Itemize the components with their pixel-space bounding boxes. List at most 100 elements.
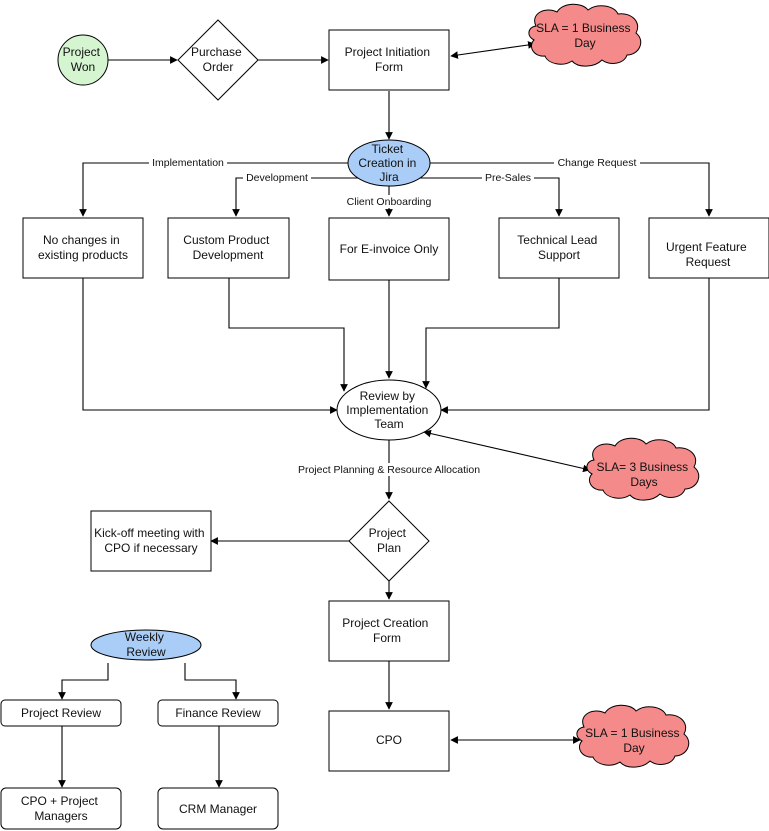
rounded-box xyxy=(157,787,279,830)
decision-diamond xyxy=(177,19,259,101)
sla-cloud xyxy=(528,3,642,67)
svg-text:Project Initiation For: Project Initiation Form xyxy=(345,45,434,74)
node-project-plan[interactable]: Project Plan xyxy=(348,500,430,582)
edge-label-planning-allocation: Project Planning & Resource Allocation xyxy=(298,464,480,476)
edge-urgent-to-review xyxy=(440,278,710,414)
node-label-line: Days xyxy=(630,475,657,489)
decision-diamond xyxy=(348,500,430,582)
node-e-invoice-only[interactable]: For E-invoice Only xyxy=(328,217,450,281)
process-box xyxy=(328,710,450,772)
process-box xyxy=(167,217,290,279)
edge-no-changes-to-review xyxy=(82,278,338,414)
node-label-line: Development xyxy=(193,248,264,262)
node-label-line: Project Initiation xyxy=(345,45,430,59)
node-label-line: No changes in xyxy=(43,233,120,247)
svg-text:Project Review: Project Review xyxy=(21,706,101,720)
node-urgent-feature-request[interactable]: Urgent Feature Request xyxy=(648,217,769,279)
svg-text:For E-invoice Only: For E-invoice Only xyxy=(340,242,439,256)
node-sla-initiation[interactable]: SLA = 1 Business Day xyxy=(528,3,642,67)
svg-text:Project Won: Project Won xyxy=(63,45,104,74)
start-circle xyxy=(57,34,109,86)
process-box xyxy=(22,217,144,279)
weekly-review-ellipse xyxy=(90,629,202,661)
node-label-line: Weekly xyxy=(125,630,164,644)
node-label-line: Support xyxy=(538,248,581,262)
node-project-won[interactable]: Project Won xyxy=(57,34,109,86)
node-label-line: Review by xyxy=(360,389,415,403)
node-label-line: Request xyxy=(686,255,731,269)
node-label-line: Project xyxy=(369,526,407,540)
svg-text:Custom Product Develop: Custom Product Development xyxy=(183,233,272,262)
node-cpo[interactable]: CPO xyxy=(328,710,450,772)
svg-text:SLA = 1 Business Day: SLA = 1 Business Day xyxy=(536,21,634,50)
process-box xyxy=(498,217,620,279)
node-label-line: Order xyxy=(203,60,234,74)
node-sla-cpo[interactable]: SLA = 1 Business Day xyxy=(576,704,690,768)
process-box xyxy=(328,29,450,91)
svg-text:Urgent Feature Request: Urgent Feature Request xyxy=(666,240,750,269)
node-crm-manager[interactable]: CRM Manager xyxy=(157,787,279,830)
edge-ticket-to-custom xyxy=(232,177,358,217)
node-label-line: CPO if necessary xyxy=(104,541,197,555)
node-label-line: Form xyxy=(373,631,401,645)
node-label-line: Jira xyxy=(379,170,399,184)
edge-ticket-to-urgent xyxy=(429,162,713,217)
svg-text:SLA = 1 Business Day: SLA = 1 Business Day xyxy=(585,726,683,755)
rounded-box xyxy=(157,699,279,727)
node-label-line: Project xyxy=(63,45,101,59)
edge-label-development: Development xyxy=(246,172,308,184)
node-purchase-order[interactable]: Purchase Order xyxy=(177,19,259,101)
node-sla-review[interactable]: SLA= 3 Business Days xyxy=(586,437,700,501)
node-kickoff-meeting[interactable]: Kick-off meeting with CPO if necessary xyxy=(90,510,212,572)
node-label-line: Plan xyxy=(377,541,401,555)
edge-tech-lead-to-review xyxy=(422,278,560,389)
svg-text:Project Plan: Project Plan xyxy=(369,526,410,555)
sla-cloud xyxy=(576,704,690,768)
node-label-line: Review xyxy=(126,645,166,659)
edge-custom-to-review xyxy=(228,278,348,392)
node-custom-product-dev[interactable]: Custom Product Development xyxy=(167,217,290,279)
node-project-review[interactable]: Project Review xyxy=(0,699,122,727)
node-label-line: Technical Lead xyxy=(517,233,597,247)
node-project-initiation-form[interactable]: Project Initiation Form xyxy=(328,29,450,91)
svg-text:SLA= 3 Business Days: SLA= 3 Business Days xyxy=(596,460,691,489)
edge-weekly-to-project-review xyxy=(58,663,109,700)
nodes: Project Won Purchase Order Project Initi… xyxy=(0,3,769,830)
svg-text:Project Creation Form: Project Creation Form xyxy=(342,616,431,645)
process-box xyxy=(90,510,212,572)
node-label-line: Custom Product xyxy=(183,233,270,247)
svg-text:CPO + Project Managers: CPO + Project Managers xyxy=(21,794,101,823)
node-label-line: Finance Review xyxy=(175,706,261,720)
node-no-changes[interactable]: No changes in existing products xyxy=(22,217,144,279)
node-label-line: Form xyxy=(375,60,403,74)
node-technical-lead-support[interactable]: Technical Lead Support xyxy=(498,217,620,279)
node-project-creation-form[interactable]: Project Creation Form xyxy=(328,600,450,662)
node-label-line: SLA = 1 Business xyxy=(536,21,630,35)
node-label-line: Creation in xyxy=(358,156,416,170)
edge-initiation-sla xyxy=(450,41,536,59)
edges xyxy=(58,41,713,788)
edge-label-implementation: Implementation xyxy=(152,157,224,169)
node-label-line: Won xyxy=(71,60,95,74)
node-label-line: Managers xyxy=(34,809,87,823)
edge-label-client-onboarding: Client Onboarding xyxy=(347,196,432,208)
node-label-line: Ticket xyxy=(372,142,404,156)
node-label-line: SLA= 3 Business xyxy=(596,460,688,474)
node-weekly-review[interactable]: Weekly Review xyxy=(90,629,202,661)
node-label-line: Project Creation xyxy=(342,616,428,630)
node-label-line: Kick-off meeting with xyxy=(94,526,205,540)
node-ticket-creation-jira[interactable]: Ticket Creation in Jira xyxy=(347,139,431,187)
node-review-impl-team[interactable]: Review by Implementation Team xyxy=(336,379,442,441)
node-label-line: Urgent Feature xyxy=(666,240,747,254)
node-label-line: Team xyxy=(374,417,403,431)
edge-review-sla xyxy=(423,429,591,473)
node-label-line: CRM Manager xyxy=(179,802,257,816)
node-finance-review[interactable]: Finance Review xyxy=(157,699,279,727)
node-cpo-project-managers[interactable]: CPO + Project Managers xyxy=(0,787,122,830)
edge-label-change-request: Change Request xyxy=(558,157,637,169)
edge-label-pre-sales: Pre-Sales xyxy=(485,172,531,184)
process-box xyxy=(328,217,450,281)
svg-text:Technical Lead Support: Technical Lead Support xyxy=(517,233,600,262)
process-box xyxy=(328,600,450,662)
node-label-line: existing products xyxy=(38,248,128,262)
